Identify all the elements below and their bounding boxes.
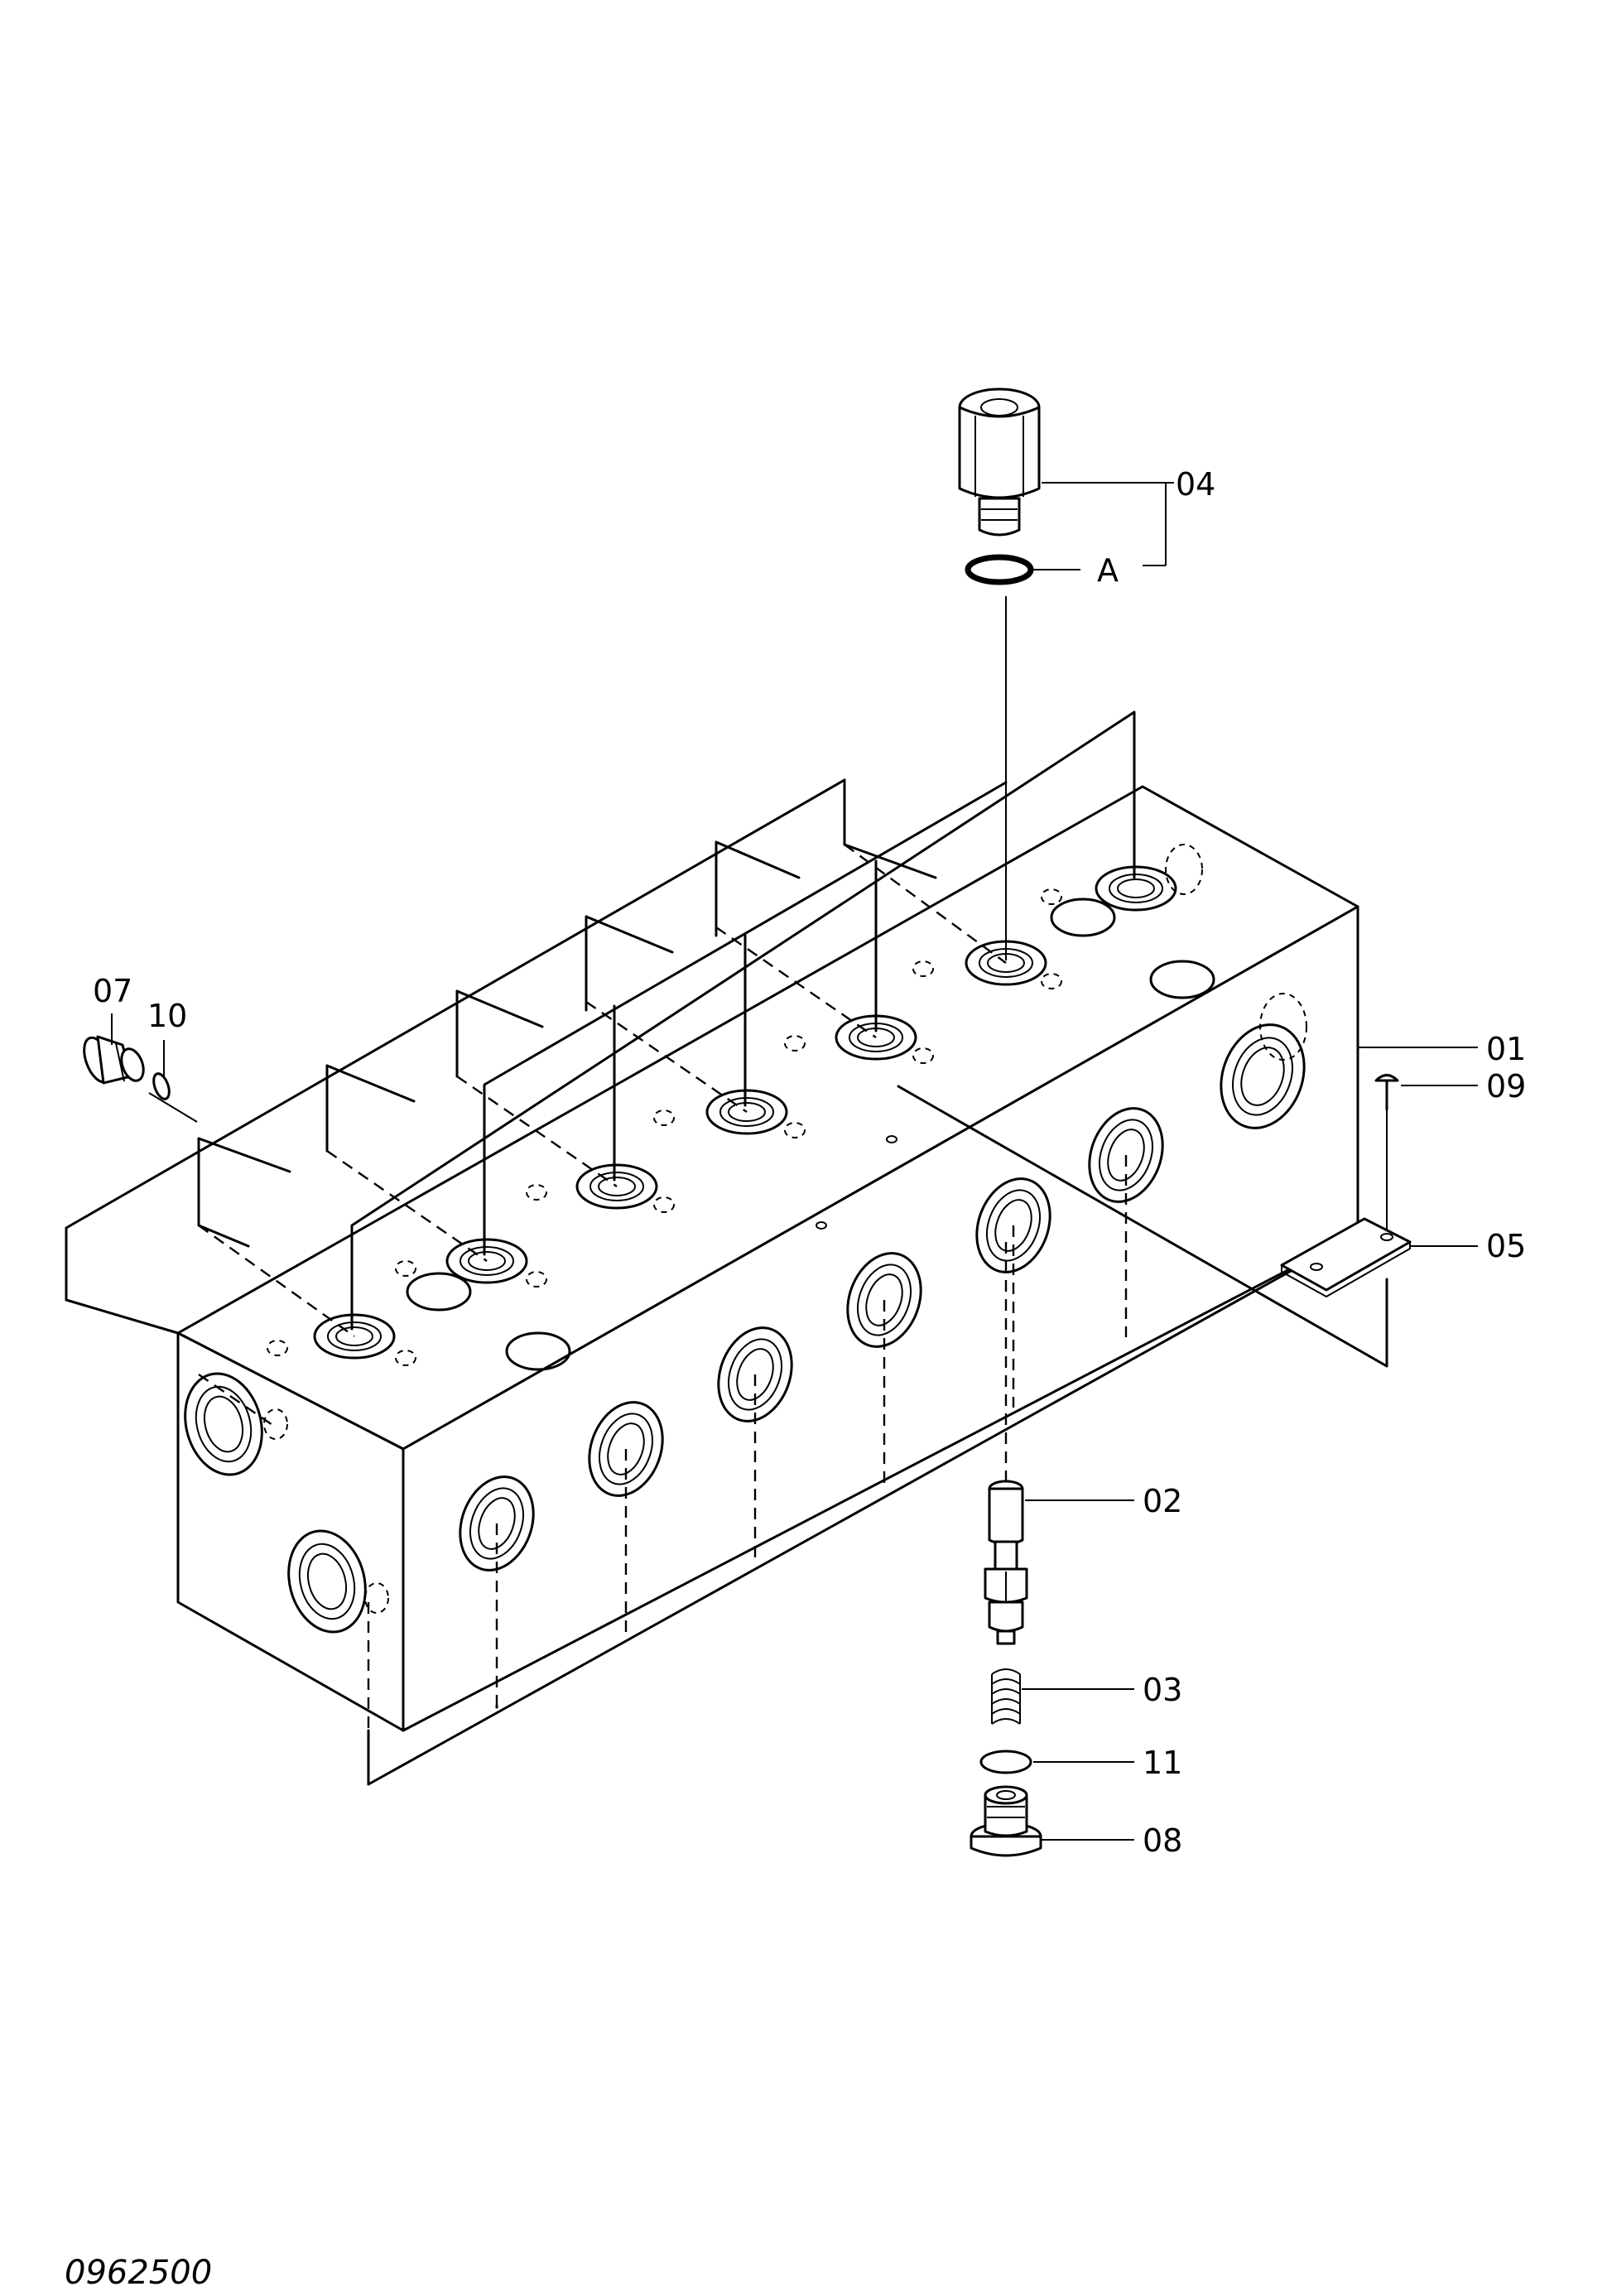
drawing-number: 0962500 [65,2254,212,2292]
callout-10: 10 [147,998,187,1034]
front-port-1 [459,1475,535,1572]
front-face-ports [459,993,1307,1572]
top-port-1 [313,1313,396,1360]
front-port-2 [588,1401,664,1497]
assembly-lines [148,596,1388,1786]
callout-07: 07 [93,973,132,1009]
part-A-o-ring [965,554,1034,585]
callout-04: 04 [1176,466,1215,503]
part-10-o-ring [152,1072,171,1100]
callout-05: 05 [1486,1228,1526,1264]
part-09-screw [1374,1074,1399,1111]
part-08-plug [970,1785,1042,1857]
front-port-4 [846,1252,922,1348]
end-face-ports [184,1372,389,1634]
front-port-6 [1088,1107,1164,1203]
part-02-spool [984,1480,1028,1645]
part-03-spring [991,1668,1021,1725]
end-port-upper [184,1372,263,1476]
callout-09: 09 [1486,1068,1526,1105]
top-port-4 [705,1089,788,1135]
leader-lines [111,482,1478,1841]
callout-A: A [1097,552,1119,589]
front-port-3 [717,1326,793,1422]
top-port-7 [1095,865,1177,912]
callout-08: 08 [1143,1822,1182,1859]
callout-11: 11 [1143,1745,1182,1781]
front-port-7 [1220,1023,1306,1129]
front-port-5 [975,1177,1051,1273]
callout-01: 01 [1486,1031,1526,1067]
callout-02: 02 [1143,1483,1182,1519]
part-11-ring [979,1750,1032,1774]
top-port-3 [575,1163,658,1210]
top-face-ports [267,844,1215,1371]
end-port-lower [287,1529,367,1634]
top-port-2 [445,1238,528,1284]
manifold-back-outline [65,778,937,1335]
part-04-adapter [958,387,1041,537]
part-07-plug [83,1035,145,1085]
callout-03: 03 [1143,1672,1182,1708]
